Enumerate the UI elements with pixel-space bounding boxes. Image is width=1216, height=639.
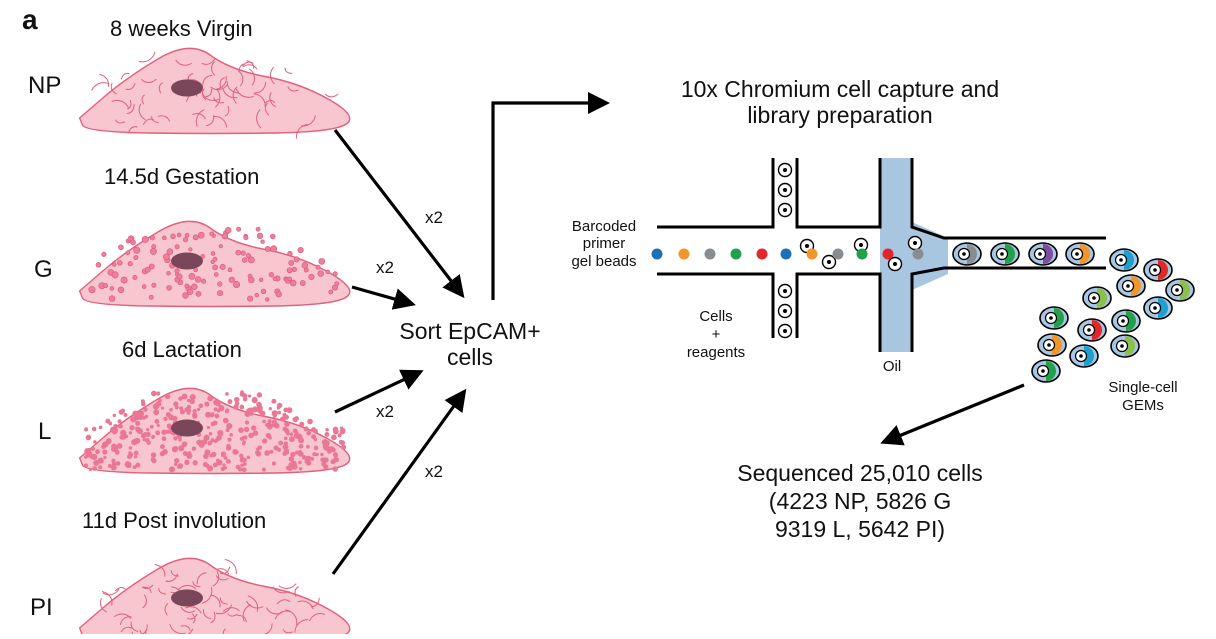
chip-wall-1 (657, 158, 773, 227)
nucleus-g (171, 253, 203, 270)
capture-title-line-1: 10x Chromium cell capture and (620, 76, 1060, 102)
gem-free-12 (1111, 335, 1139, 357)
nucleus-pi (171, 590, 203, 607)
capture-title-line-2: library preparation (620, 102, 1060, 128)
arrow-gems-to-sequencing (884, 385, 1024, 442)
nucleus-l (171, 420, 203, 437)
cells-label-line-2: + (666, 326, 766, 344)
gem-channel-2 (991, 243, 1019, 265)
gem-free-9 (1112, 310, 1140, 332)
cell-flow-2 (823, 256, 836, 269)
sort-label-line-2: cells (385, 344, 555, 370)
capture-title: 10x Chromium cell capture and library pr… (620, 76, 1060, 129)
cells-label-line-1: Cells (666, 308, 766, 326)
gem-free-6 (1144, 297, 1172, 319)
cell-flow-5 (909, 237, 922, 250)
tissue-g (80, 221, 350, 306)
sort-label: Sort EpCAM+ cells (385, 318, 555, 371)
stage-title-g: 14.5d Gestation (104, 164, 259, 189)
cells-label: Cells + reagents (666, 308, 766, 362)
tissue-l (80, 388, 350, 473)
chip-wall-4 (797, 274, 880, 352)
arrow-sort-to-capture (493, 103, 606, 300)
multiplier-g: x2 (376, 258, 394, 278)
arrow-g-to-sort (352, 287, 412, 304)
gems-label: Single-cell GEMs (1098, 379, 1188, 415)
bead-9 (857, 249, 868, 260)
gem-free-10 (1038, 334, 1066, 356)
cell-flow-4 (889, 258, 902, 271)
bead-3 (705, 249, 716, 260)
stage-title-l: 6d Lactation (122, 337, 242, 362)
chip-wall-5 (912, 158, 1106, 238)
bead-2 (679, 249, 690, 260)
row-label-l: L (38, 418, 51, 446)
gem-channel-1 (953, 243, 981, 265)
sort-label-line-1: Sort EpCAM+ (385, 318, 555, 344)
gems-label-line-2: GEMs (1098, 397, 1188, 415)
stage-title-np: 8 weeks Virgin (110, 16, 253, 41)
bead-6 (781, 249, 792, 260)
multiplier-l: x2 (376, 402, 394, 422)
cells-label-line-3: reagents (666, 344, 766, 362)
gem-free-5 (1083, 287, 1111, 309)
gem-free-4 (1117, 275, 1145, 297)
tissue-outline-np (80, 48, 350, 133)
bead-4 (731, 249, 742, 260)
cell-top-2 (779, 184, 792, 197)
arrow-pi-to-sort (333, 392, 464, 574)
sequenced-line-2: (4223 NP, 5826 G (680, 487, 1040, 515)
panel-label: a (22, 4, 38, 36)
bead-5 (757, 249, 768, 260)
gem-free-13 (1032, 360, 1060, 382)
multiplier-np: x2 (425, 208, 443, 228)
chip-wall-6 (912, 268, 1106, 352)
cell-bottom-1 (779, 285, 792, 298)
gem-channel-3 (1029, 243, 1057, 265)
gem-free-3 (1166, 279, 1194, 301)
bead-7 (807, 249, 818, 260)
beads-label-line-3: gel beads (554, 253, 654, 270)
row-label-np: NP (28, 72, 61, 100)
gem-free-1 (1110, 249, 1138, 271)
tissue-np (80, 48, 350, 138)
gem-free-2 (1144, 259, 1172, 281)
bead-8 (833, 249, 844, 260)
gem-free-11 (1070, 345, 1098, 367)
oil-label: Oil (872, 358, 912, 375)
gem-channel-4 (1066, 243, 1094, 265)
beads-label-line-1: Barcoded (554, 218, 654, 235)
sequenced-summary: Sequenced 25,010 cells (4223 NP, 5826 G … (680, 459, 1040, 543)
tissue-pi (80, 558, 350, 634)
chip-wall-3 (797, 158, 880, 227)
gem-free-7 (1040, 307, 1068, 329)
sequenced-line-3: 9319 L, 5642 PI) (680, 515, 1040, 543)
row-label-pi: PI (30, 594, 53, 622)
multiplier-pi: x2 (425, 462, 443, 482)
cell-top-1 (779, 164, 792, 177)
gems-label-line-1: Single-cell (1098, 379, 1188, 397)
stage-title-pi: 11d Post involution (82, 508, 266, 533)
cell-bottom-2 (779, 305, 792, 318)
row-label-g: G (34, 256, 53, 284)
beads-label: Barcoded primer gel beads (554, 218, 654, 270)
gem-free-8 (1078, 319, 1106, 341)
sequenced-line-1: Sequenced 25,010 cells (680, 459, 1040, 487)
nucleus-np (171, 80, 203, 97)
bead-10 (883, 249, 894, 260)
beads-label-line-2: primer (554, 235, 654, 252)
cell-top-3 (779, 204, 792, 217)
cell-bottom-3 (779, 325, 792, 338)
bead-11 (913, 249, 924, 260)
